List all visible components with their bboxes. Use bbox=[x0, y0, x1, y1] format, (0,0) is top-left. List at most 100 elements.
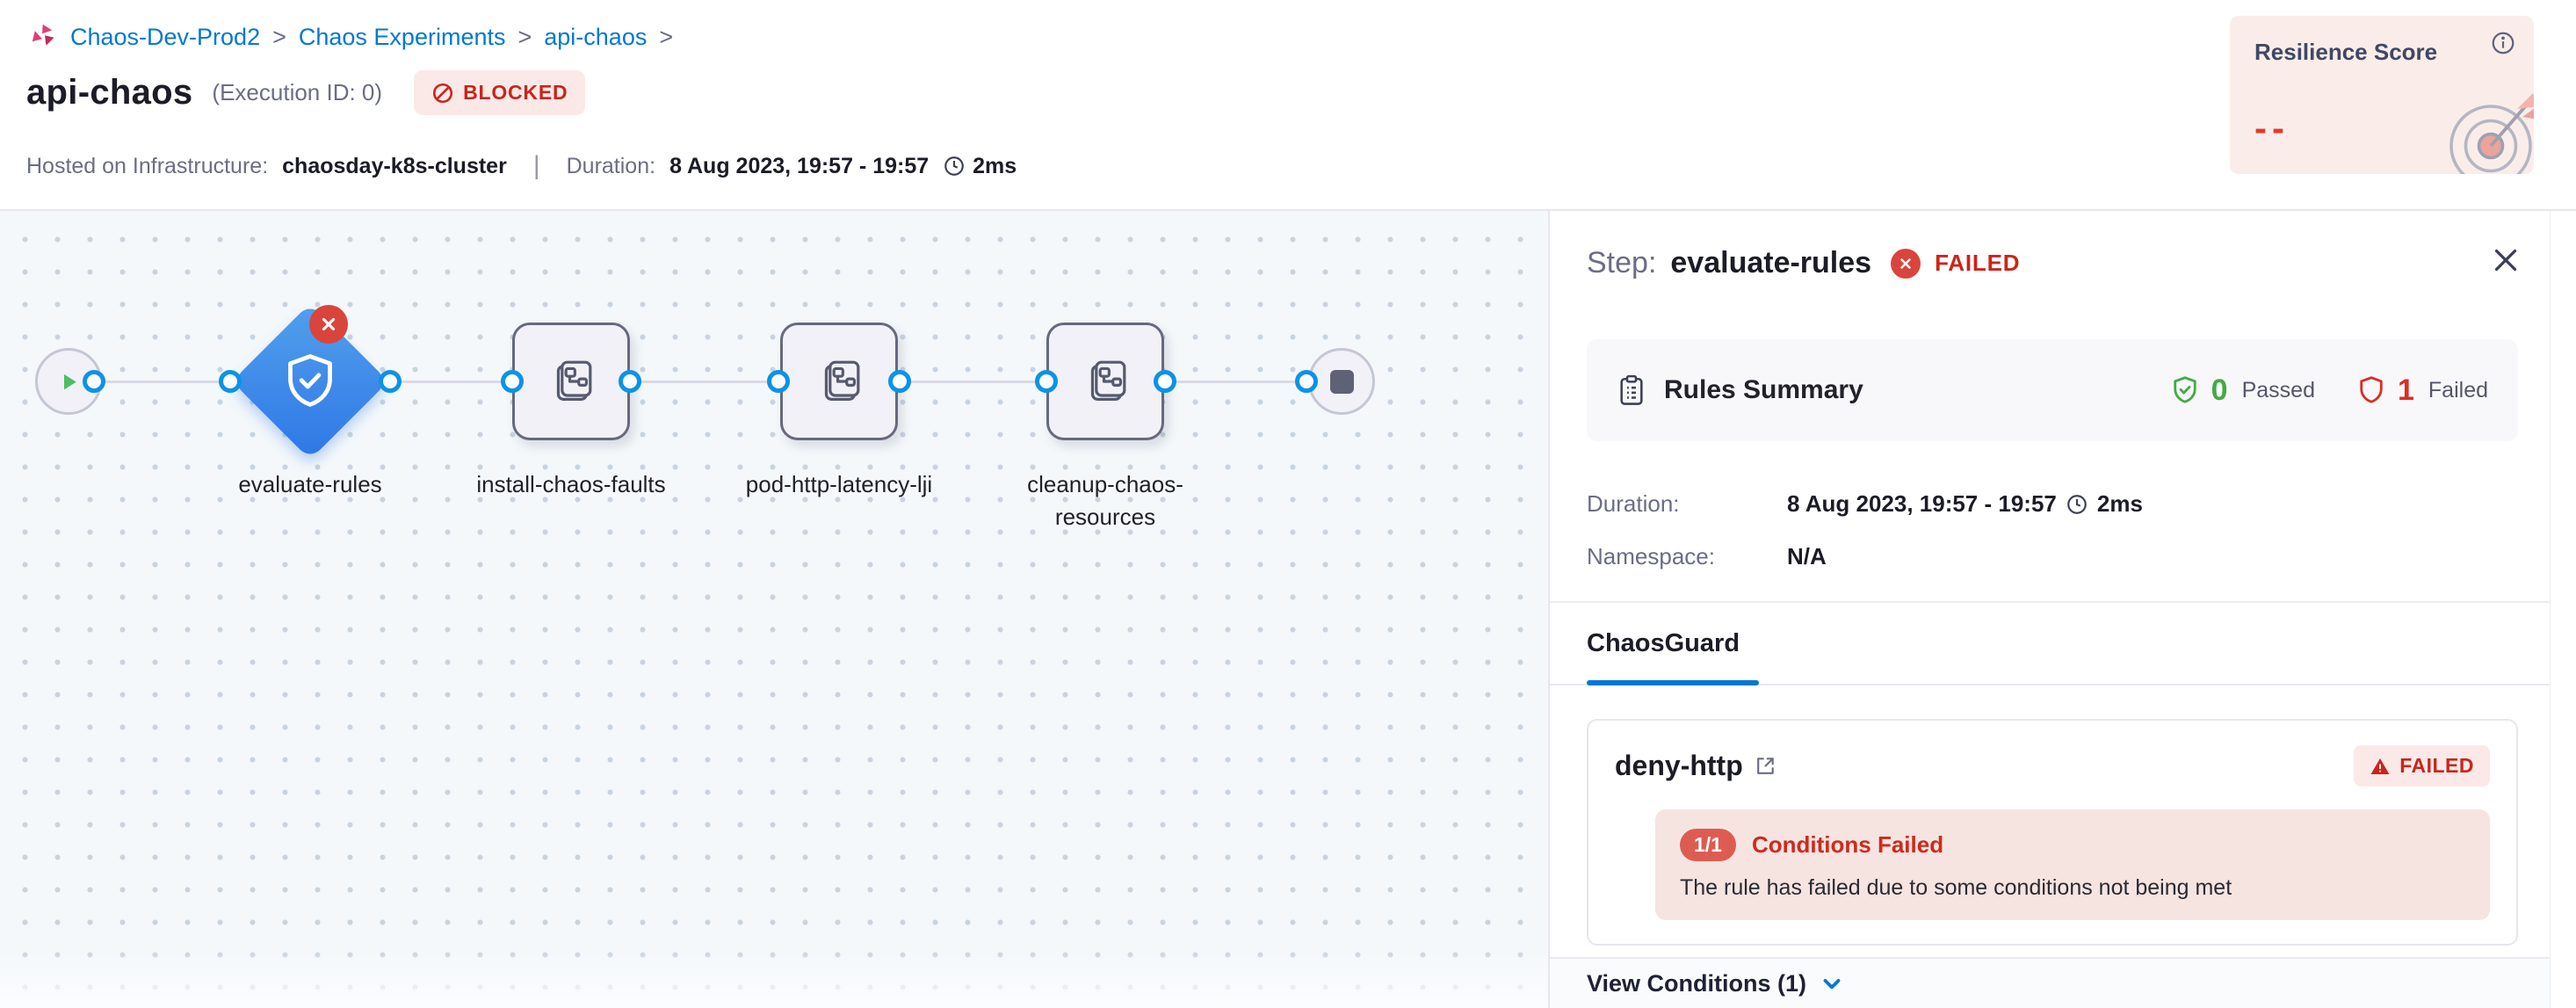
execution-id: (Execution ID: 0) bbox=[212, 79, 383, 105]
port bbox=[501, 370, 524, 393]
node-install-chaos-faults[interactable] bbox=[512, 323, 630, 440]
view-conditions-toggle[interactable]: View Conditions (1) bbox=[1587, 970, 1845, 997]
meta-row: Hosted on Infrastructure: chaosday-k8s-c… bbox=[26, 151, 1017, 181]
resilience-score-card: Resilience Score -- bbox=[2230, 16, 2534, 174]
port bbox=[767, 370, 790, 393]
chaos-fault-icon bbox=[543, 353, 599, 410]
node-label-cleanup-chaos-resources: cleanup-chaos-resources bbox=[1027, 471, 1183, 530]
step-label: Step: bbox=[1587, 246, 1657, 279]
step-status: FAILED bbox=[1935, 250, 2021, 276]
rules-summary-card: Rules Summary 0 Passed bbox=[1587, 339, 2518, 441]
blocked-status-badge: BLOCKED bbox=[414, 70, 586, 115]
blocked-icon bbox=[431, 82, 454, 105]
play-icon bbox=[55, 368, 82, 395]
rule-name[interactable]: deny-http bbox=[1615, 750, 1743, 781]
panel-elapsed-value: 2ms bbox=[2096, 490, 2143, 517]
conditions-failed-message: The rule has failed due to some conditio… bbox=[1680, 875, 2232, 900]
elapsed-value: 2ms bbox=[973, 153, 1017, 178]
rule-status-label: FAILED bbox=[2399, 754, 2474, 777]
panel-footer: View Conditions (1) bbox=[1550, 957, 2551, 1008]
node-label-evaluate-rules: evaluate-rules bbox=[238, 471, 382, 497]
panel-duration-value: 8 Aug 2023, 19:57 - 19:57 bbox=[1787, 490, 2057, 517]
duration-label: Duration: bbox=[566, 153, 656, 178]
node-label-install-chaos-faults: install-chaos-faults bbox=[476, 471, 666, 497]
end-node[interactable] bbox=[1308, 348, 1375, 415]
panel-duration-label: Duration: bbox=[1587, 490, 1680, 517]
node-pod-http-latency[interactable] bbox=[780, 323, 898, 440]
namespace-value: N/A bbox=[1787, 543, 1827, 569]
panel-divider bbox=[1550, 601, 2576, 603]
resilience-score-value: -- bbox=[2254, 107, 2290, 149]
panel-scrollbar-gutter[interactable] bbox=[2550, 211, 2576, 1008]
passed-count: 0 bbox=[2211, 373, 2228, 407]
resilience-score-title: Resilience Score bbox=[2254, 39, 2438, 65]
close-icon[interactable] bbox=[2490, 244, 2522, 276]
port bbox=[1035, 370, 1058, 393]
passed-stat: 0 Passed bbox=[2169, 373, 2315, 408]
failed-count: 1 bbox=[2397, 373, 2414, 407]
rule-failed-badge: FAILED bbox=[2354, 745, 2490, 787]
failed-stat: 1 Failed bbox=[2355, 373, 2488, 408]
shield-check-icon bbox=[279, 350, 342, 413]
breadcrumb-separator: > bbox=[659, 23, 674, 50]
passed-label: Passed bbox=[2241, 377, 2315, 402]
node-cleanup-chaos-resources[interactable] bbox=[1046, 323, 1164, 440]
shield-passed-icon bbox=[2169, 373, 2201, 407]
failed-circle-icon bbox=[1891, 248, 1921, 279]
meta-divider: | bbox=[532, 151, 540, 180]
chaos-fault-icon bbox=[1077, 353, 1133, 410]
port bbox=[83, 370, 105, 393]
port bbox=[219, 370, 242, 393]
breadcrumb: Chaos-Dev-Prod2 > Chaos Experiments > ap… bbox=[26, 21, 673, 53]
conditions-count-pill: 1/1 bbox=[1680, 829, 1736, 861]
info-icon[interactable] bbox=[2490, 30, 2516, 56]
namespace-label: Namespace: bbox=[1587, 543, 1715, 569]
port bbox=[1154, 370, 1176, 393]
pipeline-edge bbox=[69, 381, 1342, 383]
chaos-logo-icon bbox=[26, 21, 58, 53]
chaos-fault-icon bbox=[811, 353, 867, 410]
blocked-label: BLOCKED bbox=[463, 81, 568, 104]
external-link-icon[interactable] bbox=[1754, 755, 1776, 778]
port bbox=[1295, 370, 1318, 393]
chevron-down-icon[interactable] bbox=[1819, 970, 1845, 997]
view-conditions-label: View Conditions (1) bbox=[1587, 969, 1807, 997]
clock-icon bbox=[943, 155, 966, 178]
namespace-row: Namespace: N/A bbox=[1587, 543, 1827, 570]
step-name: evaluate-rules bbox=[1670, 246, 1872, 279]
breadcrumb-experiment[interactable]: api-chaos bbox=[544, 23, 648, 50]
breadcrumb-separator: > bbox=[272, 23, 286, 50]
breadcrumb-separator: > bbox=[517, 23, 532, 50]
main-area: evaluate-rules install-chaos-faults pod-… bbox=[0, 211, 2576, 1008]
breadcrumb-project[interactable]: Chaos-Dev-Prod2 bbox=[70, 23, 261, 50]
shield-failed-icon bbox=[2355, 373, 2387, 407]
infra-label: Hosted on Infrastructure: bbox=[26, 153, 269, 178]
failed-label: Failed bbox=[2428, 377, 2488, 402]
port bbox=[619, 370, 641, 393]
node-failed-badge-icon bbox=[309, 305, 348, 344]
node-label-pod-http-latency: pod-http-latency-lji bbox=[745, 471, 933, 497]
breadcrumb-chaos-experiments[interactable]: Chaos Experiments bbox=[298, 23, 506, 50]
step-header: Step: evaluate-rules FAILED bbox=[1587, 246, 2020, 280]
stop-icon bbox=[1329, 369, 1354, 394]
conditions-failed-title: Conditions Failed bbox=[1751, 831, 1944, 858]
rules-summary-title: Rules Summary bbox=[1664, 375, 1863, 404]
tab-chaosguard[interactable]: ChaosGuard bbox=[1587, 629, 1740, 657]
page-title: api-chaos bbox=[26, 73, 193, 112]
clock-icon bbox=[2066, 493, 2088, 516]
tabs-bar: ChaosGuard bbox=[1550, 622, 2551, 685]
warning-triangle-icon bbox=[2370, 756, 2391, 777]
port bbox=[888, 370, 911, 393]
start-node[interactable] bbox=[35, 348, 102, 415]
infra-value: chaosday-k8s-cluster bbox=[282, 153, 507, 178]
port bbox=[379, 370, 402, 393]
node-evaluate-rules[interactable] bbox=[231, 302, 389, 460]
title-row: api-chaos (Execution ID: 0) BLOCKED bbox=[26, 70, 586, 115]
step-details-panel: Step: evaluate-rules FAILED bbox=[1548, 211, 2576, 1008]
duration-value: 8 Aug 2023, 19:57 - 19:57 bbox=[669, 153, 930, 178]
pipeline-canvas[interactable]: evaluate-rules install-chaos-faults pod-… bbox=[0, 211, 1548, 1008]
conditions-failed-alert: 1/1 Conditions Failed The rule has faile… bbox=[1655, 809, 2490, 920]
page-header: Chaos-Dev-Prod2 > Chaos Experiments > ap… bbox=[0, 0, 2576, 211]
rule-card-deny-http: deny-http bbox=[1587, 719, 2518, 946]
